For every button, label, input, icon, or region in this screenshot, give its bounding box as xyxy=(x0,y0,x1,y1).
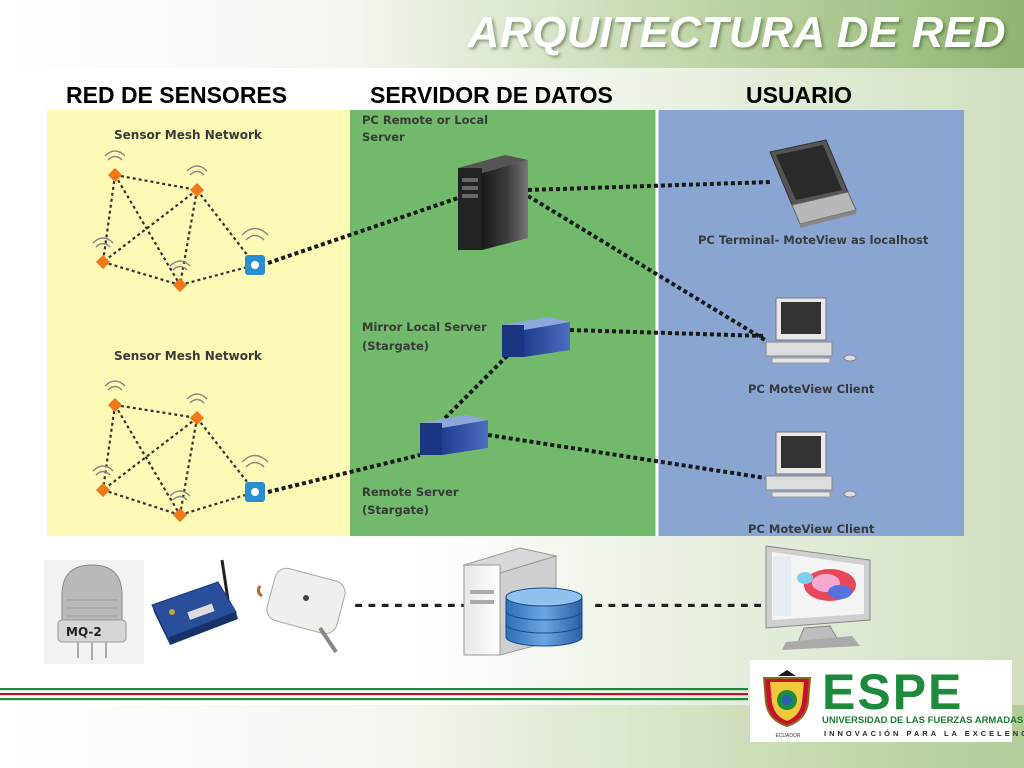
sensor-node-icon xyxy=(92,465,114,498)
laptop-terminal-icon xyxy=(769,139,857,228)
remote-local-server-icon xyxy=(458,155,528,250)
sensor-chip-label: MQ-2 xyxy=(66,625,102,639)
database-icon xyxy=(505,587,583,647)
seal-caption: ECUADOR xyxy=(775,733,801,739)
desktop-client-icon xyxy=(765,297,857,364)
header-band xyxy=(0,0,1024,68)
university-seal-icon xyxy=(762,670,812,728)
label-mirror-line2: (Stargate) xyxy=(362,339,429,353)
sensor-nodes-bottom xyxy=(92,380,269,523)
monitor-application-image xyxy=(765,545,871,650)
mesh-links-bottom xyxy=(101,403,256,517)
database-server-image xyxy=(462,547,583,656)
sensor-node-icon xyxy=(104,380,126,413)
footer-stripe-green-bottom xyxy=(0,698,748,701)
sensor-node-icon xyxy=(169,260,191,293)
remote-stargate-server-icon xyxy=(420,415,488,455)
sensor-board-image xyxy=(151,559,238,645)
slide-title: ARQUITECTURA DE RED xyxy=(467,8,1006,57)
gateway-node-icon xyxy=(241,454,269,502)
backbone-links xyxy=(267,180,771,494)
gateway-device-image xyxy=(256,567,346,654)
label-remote-server-line2: (Stargate) xyxy=(362,503,429,517)
sensor-node-icon xyxy=(186,165,208,198)
mesh-links-top xyxy=(101,173,256,287)
desktop-client-icon xyxy=(765,431,857,498)
mirror-stargate-server-icon xyxy=(502,317,570,357)
column-label-data-server: SERVIDOR DE DATOS xyxy=(370,82,613,108)
sensor-network-zone xyxy=(47,110,350,536)
university-motto: INNOVACIÓN PARA LA EXCELENCIA xyxy=(824,729,1024,738)
university-name: UNIVERSIDAD DE LAS FUERZAS ARMADAS xyxy=(822,715,1024,726)
dash-connector-right: --------------- xyxy=(592,593,791,618)
gas-sensor-image: MQ-2 xyxy=(44,560,144,664)
label-mirror-line1: Mirror Local Server xyxy=(362,320,487,334)
label-mesh-bottom: Sensor Mesh Network xyxy=(114,349,263,363)
espe-wordmark: ESPE xyxy=(822,664,964,720)
footer-stripe-green-top xyxy=(0,688,748,691)
column-label-sensor-network: RED DE SENSORES xyxy=(66,82,288,108)
dash-connector-left: --------- xyxy=(352,593,471,618)
label-client-2: PC MoteView Client xyxy=(748,522,875,536)
sensor-node-icon xyxy=(186,393,208,426)
label-mesh-top: Sensor Mesh Network xyxy=(114,128,263,142)
label-pc-terminal: PC Terminal- MoteView as localhost xyxy=(698,233,929,247)
label-remote-server-line1: Remote Server xyxy=(362,485,459,499)
footer-stripe-red xyxy=(0,693,748,696)
label-remote-local-line1: PC Remote or Local xyxy=(362,113,488,127)
sensor-nodes-top xyxy=(92,150,269,293)
gateway-node-icon xyxy=(241,227,269,275)
sensor-node-icon xyxy=(92,237,114,270)
label-remote-local-line2: Server xyxy=(362,130,405,144)
sensor-node-icon xyxy=(169,490,191,523)
column-label-user: USUARIO xyxy=(746,82,853,108)
label-client-1: PC MoteView Client xyxy=(748,382,875,396)
